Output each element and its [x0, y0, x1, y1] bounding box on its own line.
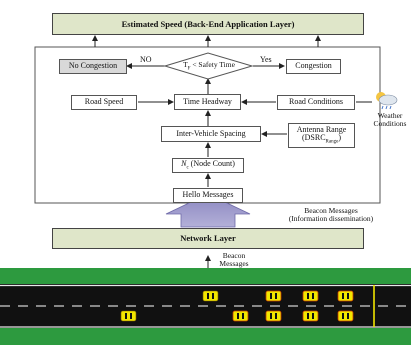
car-icon: [202, 290, 219, 302]
road-speed-box: Road Speed: [71, 95, 137, 110]
decision-label: TF < Safety Time: [183, 60, 235, 72]
weather-label: Weather Conditions: [373, 111, 407, 128]
car-icon: [302, 310, 319, 322]
yes-label: Yes: [260, 55, 272, 64]
no-label: NO: [140, 55, 152, 64]
weather-cloud-icon: [376, 92, 398, 110]
car-icon: [120, 310, 137, 322]
beacon-lower-label: Beacon Messages: [219, 251, 249, 268]
node-count-box: Nc (Node Count): [172, 158, 244, 173]
car-icon: [302, 290, 319, 302]
car-icon: [232, 310, 249, 322]
decision-diamond: [163, 52, 254, 80]
hello-messages-box: Hello Messages: [173, 188, 243, 203]
network-layer-box: Network Layer: [52, 228, 364, 249]
road-conditions-box: Road Conditions: [277, 95, 355, 110]
grass-top: [0, 268, 411, 284]
inter-vehicle-spacing-box: Inter-Vehicle Spacing: [161, 126, 261, 142]
congestion-box: Congestion: [286, 59, 341, 74]
grass-bottom: [0, 328, 411, 345]
car-icon: [337, 290, 354, 302]
time-headway-box: Time Headway: [174, 94, 241, 110]
estimated-speed-label: Estimated Speed (Back-End Application La…: [121, 18, 295, 29]
estimated-speed-box: Estimated Speed (Back-End Application La…: [52, 13, 364, 35]
car-icon: [337, 310, 354, 322]
beacon-big-arrow: [165, 193, 251, 228]
car-icon: [265, 310, 282, 322]
antenna-range-box: Antenna Range (DSRCRange): [288, 123, 355, 148]
car-icon: [265, 290, 282, 302]
beacon-info-label: Beacon Messages (Information disseminati…: [288, 206, 374, 223]
no-congestion-box: No Congestion: [59, 59, 127, 74]
